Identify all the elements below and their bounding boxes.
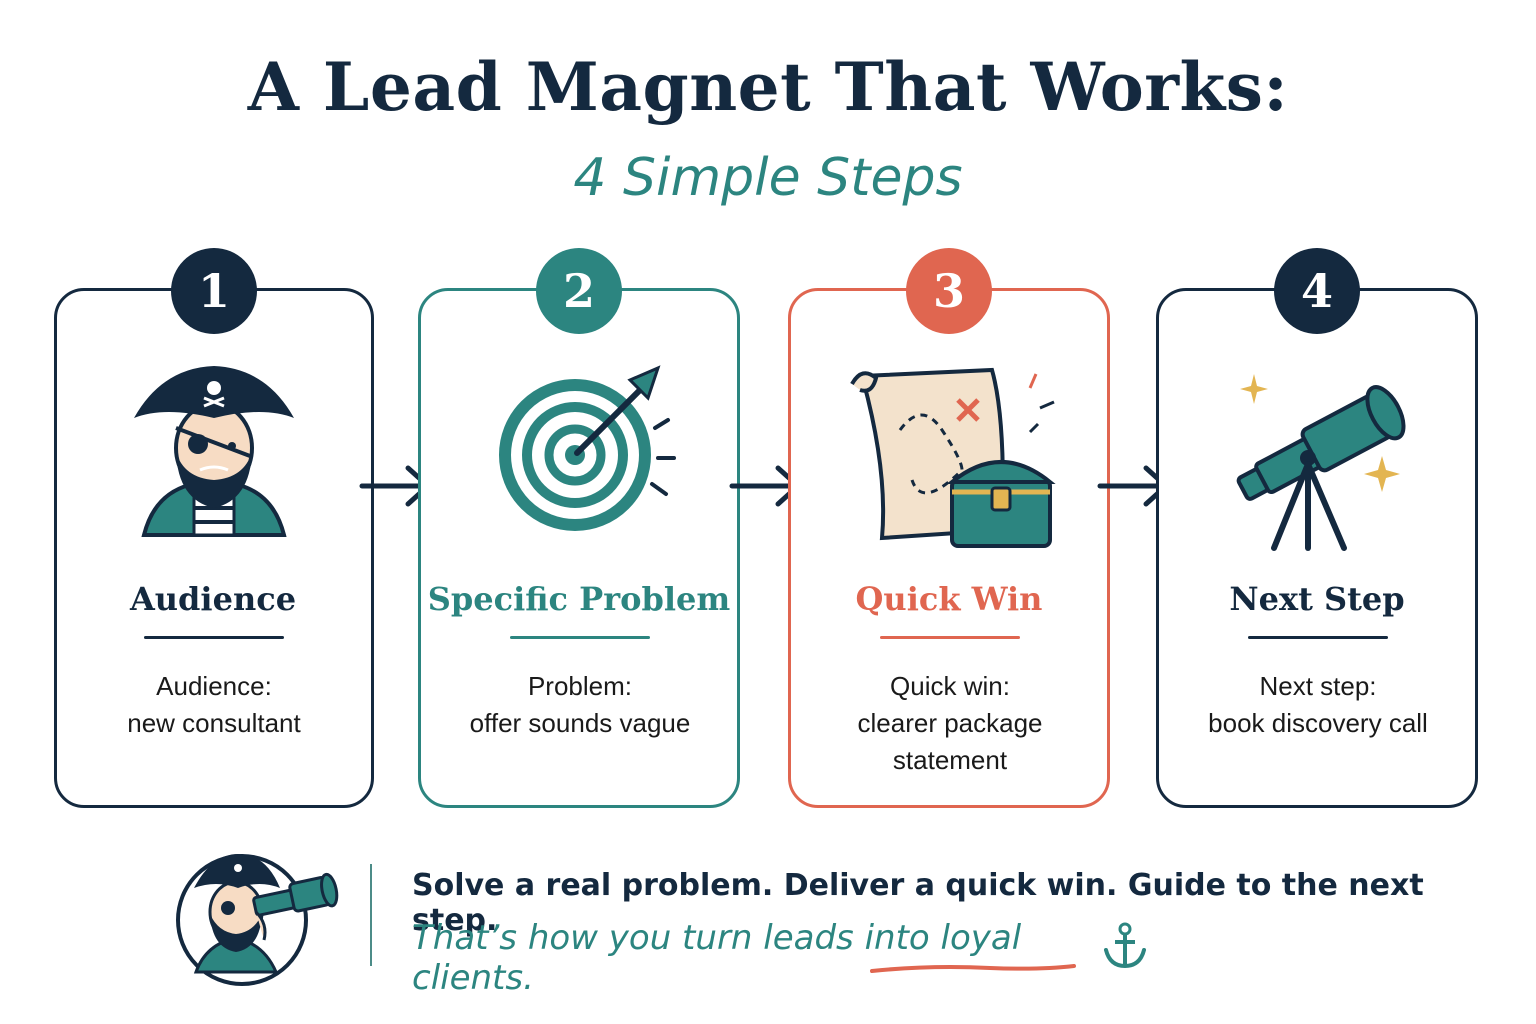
step-3-description: Quick win: clearer package statement [800,668,1100,779]
step-2-title: Specific Problem [427,580,731,618]
step-2-card [418,288,740,808]
step-3-badge: 3 [906,248,992,334]
footer-closing-line: That’s how you turn leads into loyal cli… [412,918,1022,998]
telescope-icon [1236,374,1406,551]
step-1-badge: 1 [171,248,257,334]
step-4-badge: 4 [1274,248,1360,334]
step-2-underline [510,636,650,639]
step-2-badge: 2 [536,248,622,334]
step-1-title: Audience [129,580,297,618]
step-4-desc-line1: Next step: [1259,671,1377,701]
step-3-underline [880,636,1020,639]
step-4-description: Next step: book discovery call [1168,668,1468,742]
step-1-description: Audience: new consultant [64,668,364,742]
anchor-icon [1104,922,1146,969]
footer-tagline: Solve a real problem. Deliver a quick wi… [412,868,1424,938]
step-4-desc-line2: book discovery call [1208,708,1428,738]
step-2-description: Problem: offer sounds vague [430,668,730,742]
target-icon [499,365,676,531]
pirate-spyglass-icon [176,854,339,986]
step-3-desc-line3: statement [892,745,1008,775]
step-3-title: Quick Win [855,580,1043,618]
step-4-title: Next Step [1229,580,1405,618]
step-4-underline [1248,636,1388,639]
footer-underline [870,964,1076,973]
page-title: A Lead Magnet That Works: [247,48,1289,126]
step-1-desc-line1: Audience: [156,671,272,701]
step-1-desc-line2: new consultant [127,708,301,738]
footer-divider [370,864,372,966]
step-2-desc-line1: Problem: [527,671,633,701]
step-1-underline [144,636,284,639]
step-2-desc-line2: offer sounds vague [469,708,691,738]
step-3-desc-line2: clearer package [857,708,1043,738]
page-subtitle: 4 Simple Steps [573,148,963,208]
pirate-captain-icon [134,366,294,537]
treasure-map-icon [850,367,1056,548]
step-3-desc-line1: Quick win: [890,671,1010,701]
